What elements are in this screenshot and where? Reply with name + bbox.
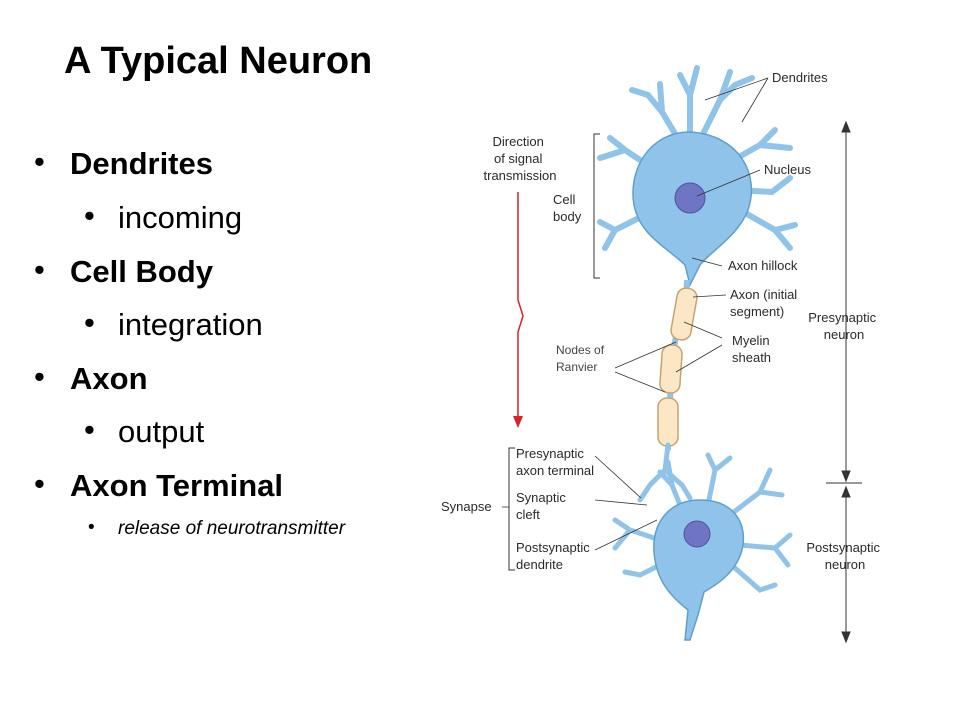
bullet-list: • Dendrites • incoming • Cell Body • int… (0, 0, 470, 560)
bullet-icon: • (84, 305, 95, 340)
bullet-text: integration (118, 307, 263, 342)
label-postsynaptic-neuron: Postsynaptic neuron (806, 540, 883, 572)
bullet-icon: • (84, 412, 95, 447)
bullet-icon: • (34, 144, 45, 179)
label-synapse: Synapse (441, 499, 492, 514)
bullet-incoming: • incoming (84, 198, 243, 236)
bullet-icon: • (34, 359, 45, 394)
bullet-text: output (118, 414, 205, 449)
label-axon-hillock: Axon hillock (728, 258, 798, 273)
postsynaptic-cell-body (653, 499, 745, 641)
label-axon-initial: Axon (initial segment) (730, 287, 801, 319)
label-direction: Direction of signal transmission (484, 134, 557, 183)
bullet-dendrites: • Dendrites (34, 144, 213, 182)
bullet-icon: • (34, 252, 45, 287)
label-myelin-sheath: Myelin sheath (732, 333, 773, 365)
direction-arrowhead-icon (513, 416, 523, 428)
axon-terminal-branches (637, 442, 693, 503)
postsynaptic-dendrites (612, 452, 793, 593)
bullet-text: release of neurotransmitter (118, 518, 346, 539)
bullet-text: incoming (118, 200, 243, 235)
bullet-text: Cell Body (70, 254, 213, 289)
direction-arrow-icon (517, 192, 524, 418)
nucleus-icon (683, 520, 711, 548)
label-nodes-of-ranvier: Nodes of Ranvier (556, 343, 607, 374)
range-arrows (826, 120, 862, 644)
bullet-icon: • (34, 466, 45, 501)
bullet-text: Dendrites (70, 146, 213, 181)
label-presynaptic-neuron: Presynaptic neuron (808, 310, 880, 342)
bullet-text: Axon (70, 361, 148, 396)
label-cell-body: Cell body (553, 192, 582, 224)
label-presynaptic-terminal: Presynaptic axon terminal (516, 446, 594, 478)
bullet-axon-terminal: • Axon Terminal (34, 466, 284, 504)
bullet-icon: • (84, 198, 95, 233)
bullet-output: • output (84, 412, 205, 450)
bullet-release: • release of neurotransmitter (88, 517, 346, 540)
leader-lines (502, 77, 769, 551)
myelin-sheath (657, 287, 698, 447)
nucleus-icon (674, 182, 706, 214)
brackets (508, 133, 600, 571)
neuron-diagram: Dendrites Direction of signal transmissi… (441, 65, 883, 644)
bullet-axon: • Axon (34, 359, 148, 397)
bullet-cell-body: • Cell Body (34, 252, 213, 290)
slide-title: A Typical Neuron (64, 40, 373, 82)
bullet-icon: • (88, 517, 95, 538)
label-dendrites: Dendrites (772, 70, 828, 85)
label-postsynaptic-dendrite: Postsynaptic dendrite (516, 540, 593, 572)
label-synaptic-cleft: Synaptic cleft (516, 490, 570, 522)
label-nucleus: Nucleus (764, 162, 811, 177)
bullet-text: Axon Terminal (70, 468, 284, 503)
bullet-integration: • integration (84, 305, 263, 343)
